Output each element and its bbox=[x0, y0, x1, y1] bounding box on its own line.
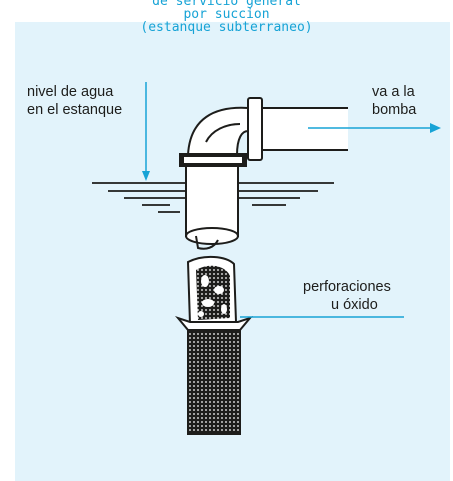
corroded-pipe-section bbox=[186, 256, 238, 326]
water-level-label-line-2: en el estanque bbox=[27, 102, 123, 118]
title-line-3: (estanque subterraneo) bbox=[140, 20, 313, 35]
perforations-label-line-1: perforaciones bbox=[303, 279, 391, 295]
pipe-elbow bbox=[186, 106, 249, 156]
perforations-label-line-2: u óxido bbox=[331, 297, 378, 313]
water-surface bbox=[92, 182, 334, 213]
to-pump-label-line-2: bomba bbox=[372, 102, 417, 118]
pipe-coupling bbox=[179, 153, 247, 167]
to-pump-label-line-1: va a la bbox=[372, 84, 415, 100]
water-level-callout bbox=[142, 82, 150, 181]
vertical-suction-pipe bbox=[185, 165, 239, 250]
water-level-label-line-1: nivel de agua bbox=[27, 84, 114, 100]
strainer-mesh bbox=[187, 329, 241, 435]
horizontal-pipe bbox=[247, 97, 348, 161]
title-line-1: de servicio general bbox=[152, 0, 301, 9]
diagram-title: de servicio general por succion (estanqu… bbox=[0, 0, 453, 40]
to-pump-arrow bbox=[308, 123, 441, 133]
title-line-2: por succion bbox=[183, 7, 270, 22]
